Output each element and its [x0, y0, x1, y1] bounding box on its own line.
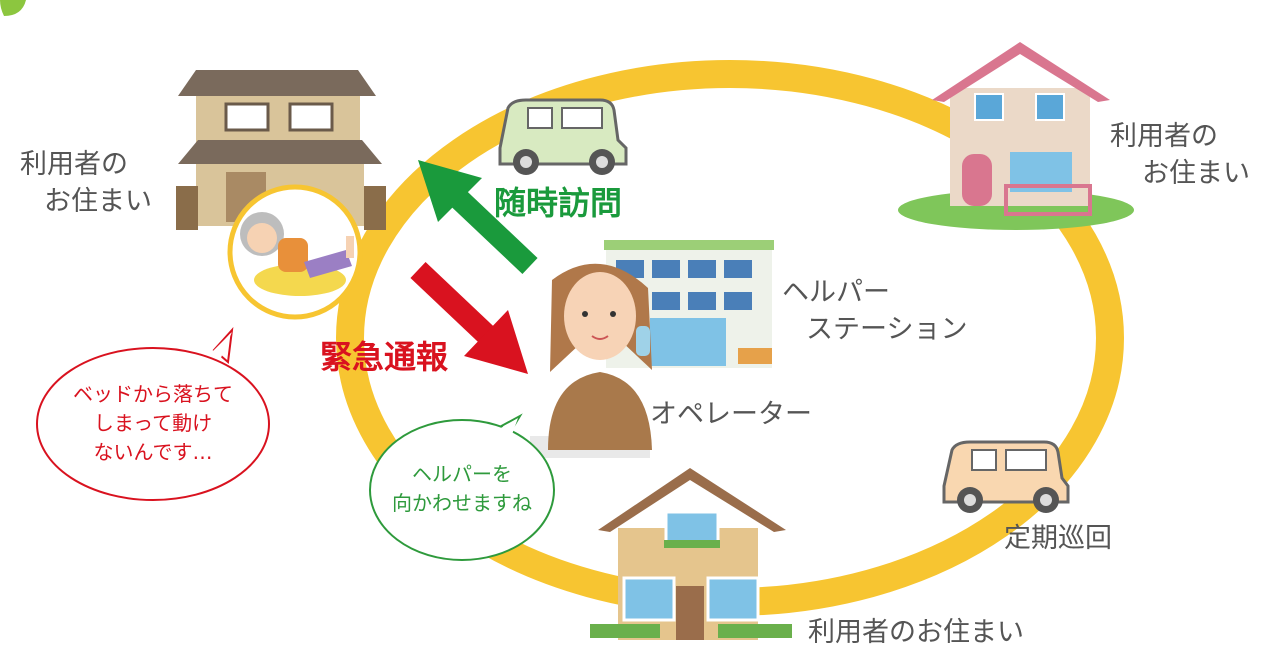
- visit-arrow-label: 随時訪問: [494, 184, 623, 222]
- car-visit-icon: [498, 98, 628, 175]
- house-bottom-icon: [590, 468, 792, 640]
- operator-icon: [530, 263, 652, 458]
- patrol-label: 定期巡回: [1004, 523, 1112, 554]
- emergency-arrow-label: 緊急通報: [320, 338, 449, 376]
- helper-station-label: ヘルパー ステーション: [782, 277, 968, 345]
- user-speech-bubble: [36, 326, 270, 501]
- house-left-icon: [176, 70, 386, 230]
- user-speech-text: ベッドから落ちて しまって動け ないんです…: [73, 382, 233, 464]
- residence-label-bottom: 利用者のお住まい: [808, 617, 1024, 648]
- car-patrol-icon: [942, 440, 1070, 513]
- visit-arrow: [418, 160, 538, 274]
- emergency-arrow: [410, 262, 528, 374]
- operator-speech-text: ヘルパーを 向かわせますね: [392, 462, 532, 515]
- residence-label-left: 利用者の お住まい: [20, 149, 152, 217]
- operator-label: オペレーター: [650, 399, 812, 430]
- leaf-icon: [0, 0, 26, 16]
- operator-speech-bubble: [369, 413, 555, 561]
- house-right-icon: [898, 42, 1134, 230]
- fallen-user-icon: [227, 184, 363, 320]
- residence-label-right: 利用者の お住まい: [1110, 121, 1250, 189]
